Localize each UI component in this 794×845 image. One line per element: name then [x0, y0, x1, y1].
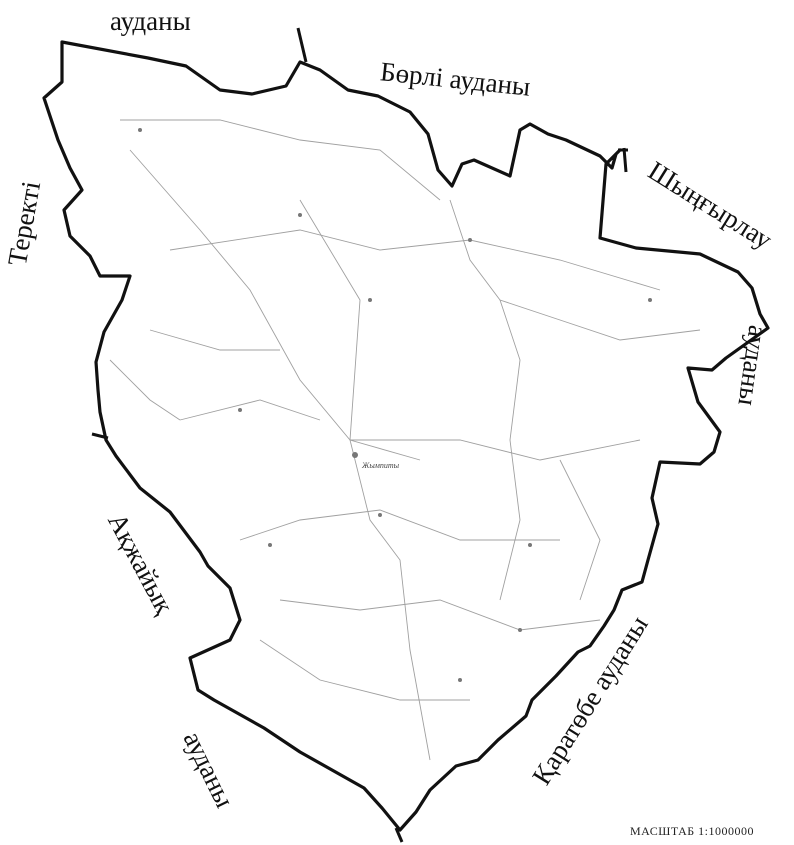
settlement-markers [138, 128, 652, 682]
road-network [109, 119, 701, 761]
district-boundary [42, 40, 770, 832]
label-north-west: ауданы [110, 6, 191, 36]
center-town-label: Жымпиты [361, 461, 400, 470]
map-scale: МАСШТАБ 1:1000000 [630, 824, 754, 838]
